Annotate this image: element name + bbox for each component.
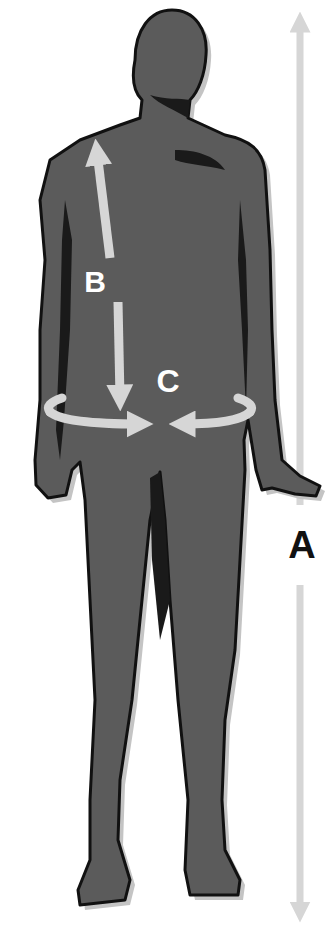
waist-circumference-arrow: [49, 398, 252, 424]
height-arrow: [300, 22, 301, 912]
height-label: A: [288, 526, 315, 564]
figure-shading: [56, 95, 248, 640]
human-figure: [35, 10, 320, 905]
waist-label: C: [156, 365, 179, 397]
torso-length-label: B: [84, 267, 106, 297]
